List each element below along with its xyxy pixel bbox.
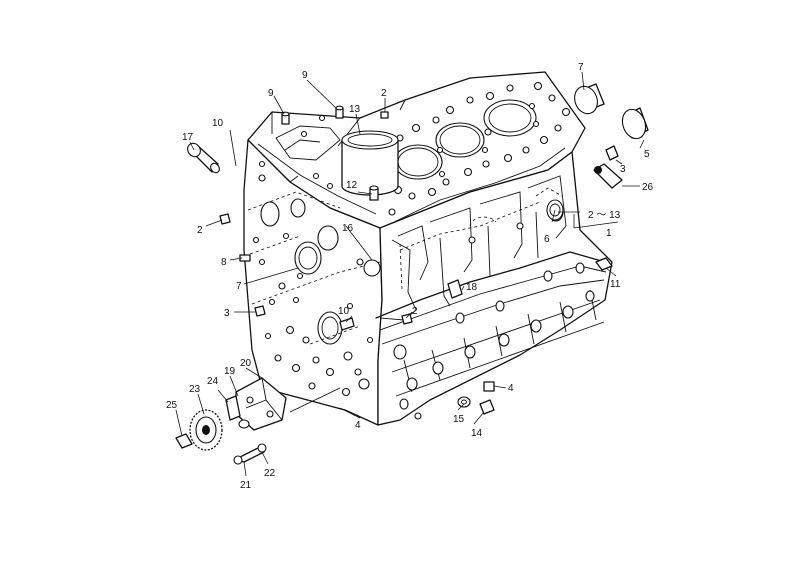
callout-22: 22 [264,468,276,479]
plug-2c [401,313,413,325]
callout-1: 1 [606,228,612,239]
callout-17: 17 [182,132,194,143]
callout-24: 24 [207,376,219,387]
callout-16: 16 [342,223,354,234]
bush-16 [363,259,381,277]
callout-7-left: 7 [236,281,242,292]
deck-holes [258,81,571,216]
callout-2-top: 2 [381,88,387,99]
callout-6: 6 [544,234,550,245]
callout-7-top: 7 [578,62,584,73]
washer-22 [257,443,267,453]
callout-19: 19 [224,366,236,377]
callout-18: 18 [466,282,478,293]
callout-5: 5 [644,149,650,160]
plug-3b [254,305,266,317]
seal-7b [294,241,322,275]
callout-2-13-range: 2 ～ 13 [588,210,621,221]
plug-2a [380,111,389,119]
callout-10-mid: 10 [338,306,350,317]
cylinder-bores [393,99,537,180]
callout-15: 15 [453,414,465,425]
callout-4-right: 4 [508,383,514,394]
callout-8: 8 [221,257,227,268]
leader-lines [175,71,645,477]
dowel-pin-12 [369,185,379,201]
loose-parts [175,83,649,465]
callout-20: 20 [240,358,252,369]
callout-23: 23 [189,384,201,395]
callout-3-right: 3 [620,164,626,175]
nut-25 [175,433,193,449]
callout-9-right: 9 [302,70,308,81]
callout-14: 14 [471,428,483,439]
cylinder-liner [341,130,399,196]
pin-9a [281,111,290,125]
bolt-21 [233,445,265,465]
front-face-holes [252,174,374,397]
callout-9-left: 9 [268,88,274,99]
plug-2b [219,213,231,225]
callout-12: 12 [346,180,358,191]
callout-4-bottom: 4 [355,420,361,431]
callout-13: 13 [349,104,361,115]
pin-11 [595,257,613,271]
callout-2-left: 2 [197,225,203,236]
side-face-detail [375,175,607,420]
pump-gear-23 [189,409,223,451]
plug-14 [479,399,495,415]
pin-10b [339,317,355,331]
plug-3a [605,145,619,161]
callout-21: 21 [240,480,252,491]
callout-labels: 9 9 2 13 7 5 3 26 10 17 12 2 ～ 13 1 6 2 … [166,62,654,491]
callout-2-lower: 2 [412,306,418,317]
sensor-26 [593,163,623,189]
plug-4a [483,381,495,392]
callout-3-left: 3 [224,308,230,319]
bolt-17 [187,142,220,174]
washer-15 [457,396,471,408]
plug-7a [574,83,605,115]
plug-5 [621,107,649,140]
oil-pump-assembly [225,377,287,431]
callout-25: 25 [166,400,178,411]
callout-26: 26 [642,182,654,193]
callout-11: 11 [610,279,621,290]
plug-18 [447,279,463,299]
pin-9b [335,105,344,119]
callout-10-top: 10 [212,118,224,129]
